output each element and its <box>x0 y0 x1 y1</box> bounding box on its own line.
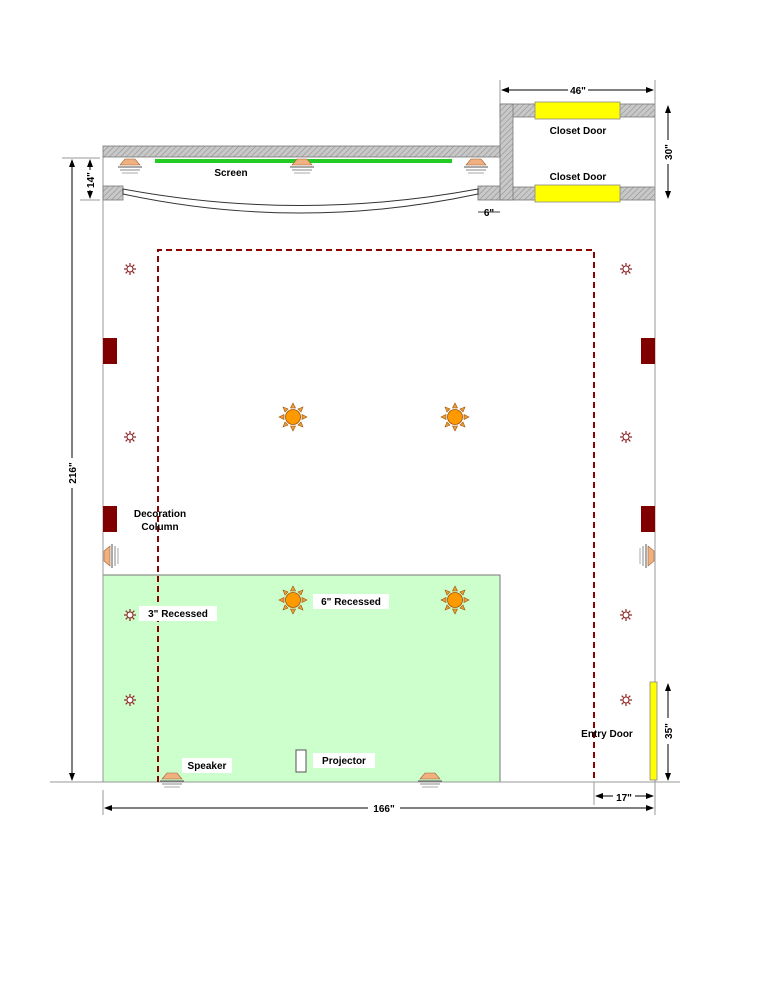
projector-label: Projector <box>322 756 366 767</box>
dim-closet-width: 46" <box>570 86 586 97</box>
dim-closet-depth: 30" <box>664 144 675 160</box>
dim-entry-door: 35" <box>664 723 675 739</box>
closet-door-bottom[interactable] <box>534 184 621 203</box>
recessed-3-label: 3" Recessed <box>148 609 208 620</box>
closet-door-bottom-label: Closet Door <box>550 172 607 183</box>
speaker-label: Speaker <box>188 761 227 772</box>
closet-door-top[interactable] <box>534 101 621 120</box>
dim-stage-offset: 6" <box>484 208 495 219</box>
recessed-6-label: 6" Recessed <box>321 597 381 608</box>
decoration-column-label-1: Decoration <box>134 509 186 520</box>
stage-wall-right <box>477 185 501 201</box>
dim-walkway: 17" <box>616 793 632 804</box>
decoration-column-label-2: Column <box>141 522 178 533</box>
decoration-columns <box>103 338 655 532</box>
front-wall <box>102 145 501 158</box>
dim-room-width: 166" <box>373 804 395 815</box>
stage-wall-left <box>102 185 124 201</box>
stage-curve <box>122 188 479 214</box>
projector <box>295 749 307 773</box>
screen-label: Screen <box>214 168 247 179</box>
closet-door-top-label: Closet Door <box>550 126 607 137</box>
dim-stage-depth: 14" <box>86 172 97 188</box>
dim-room-length: 216" <box>68 462 79 484</box>
entry-door-label: Entry Door <box>581 729 633 740</box>
walkway-boundary <box>157 249 595 782</box>
entry-door[interactable] <box>649 681 658 781</box>
